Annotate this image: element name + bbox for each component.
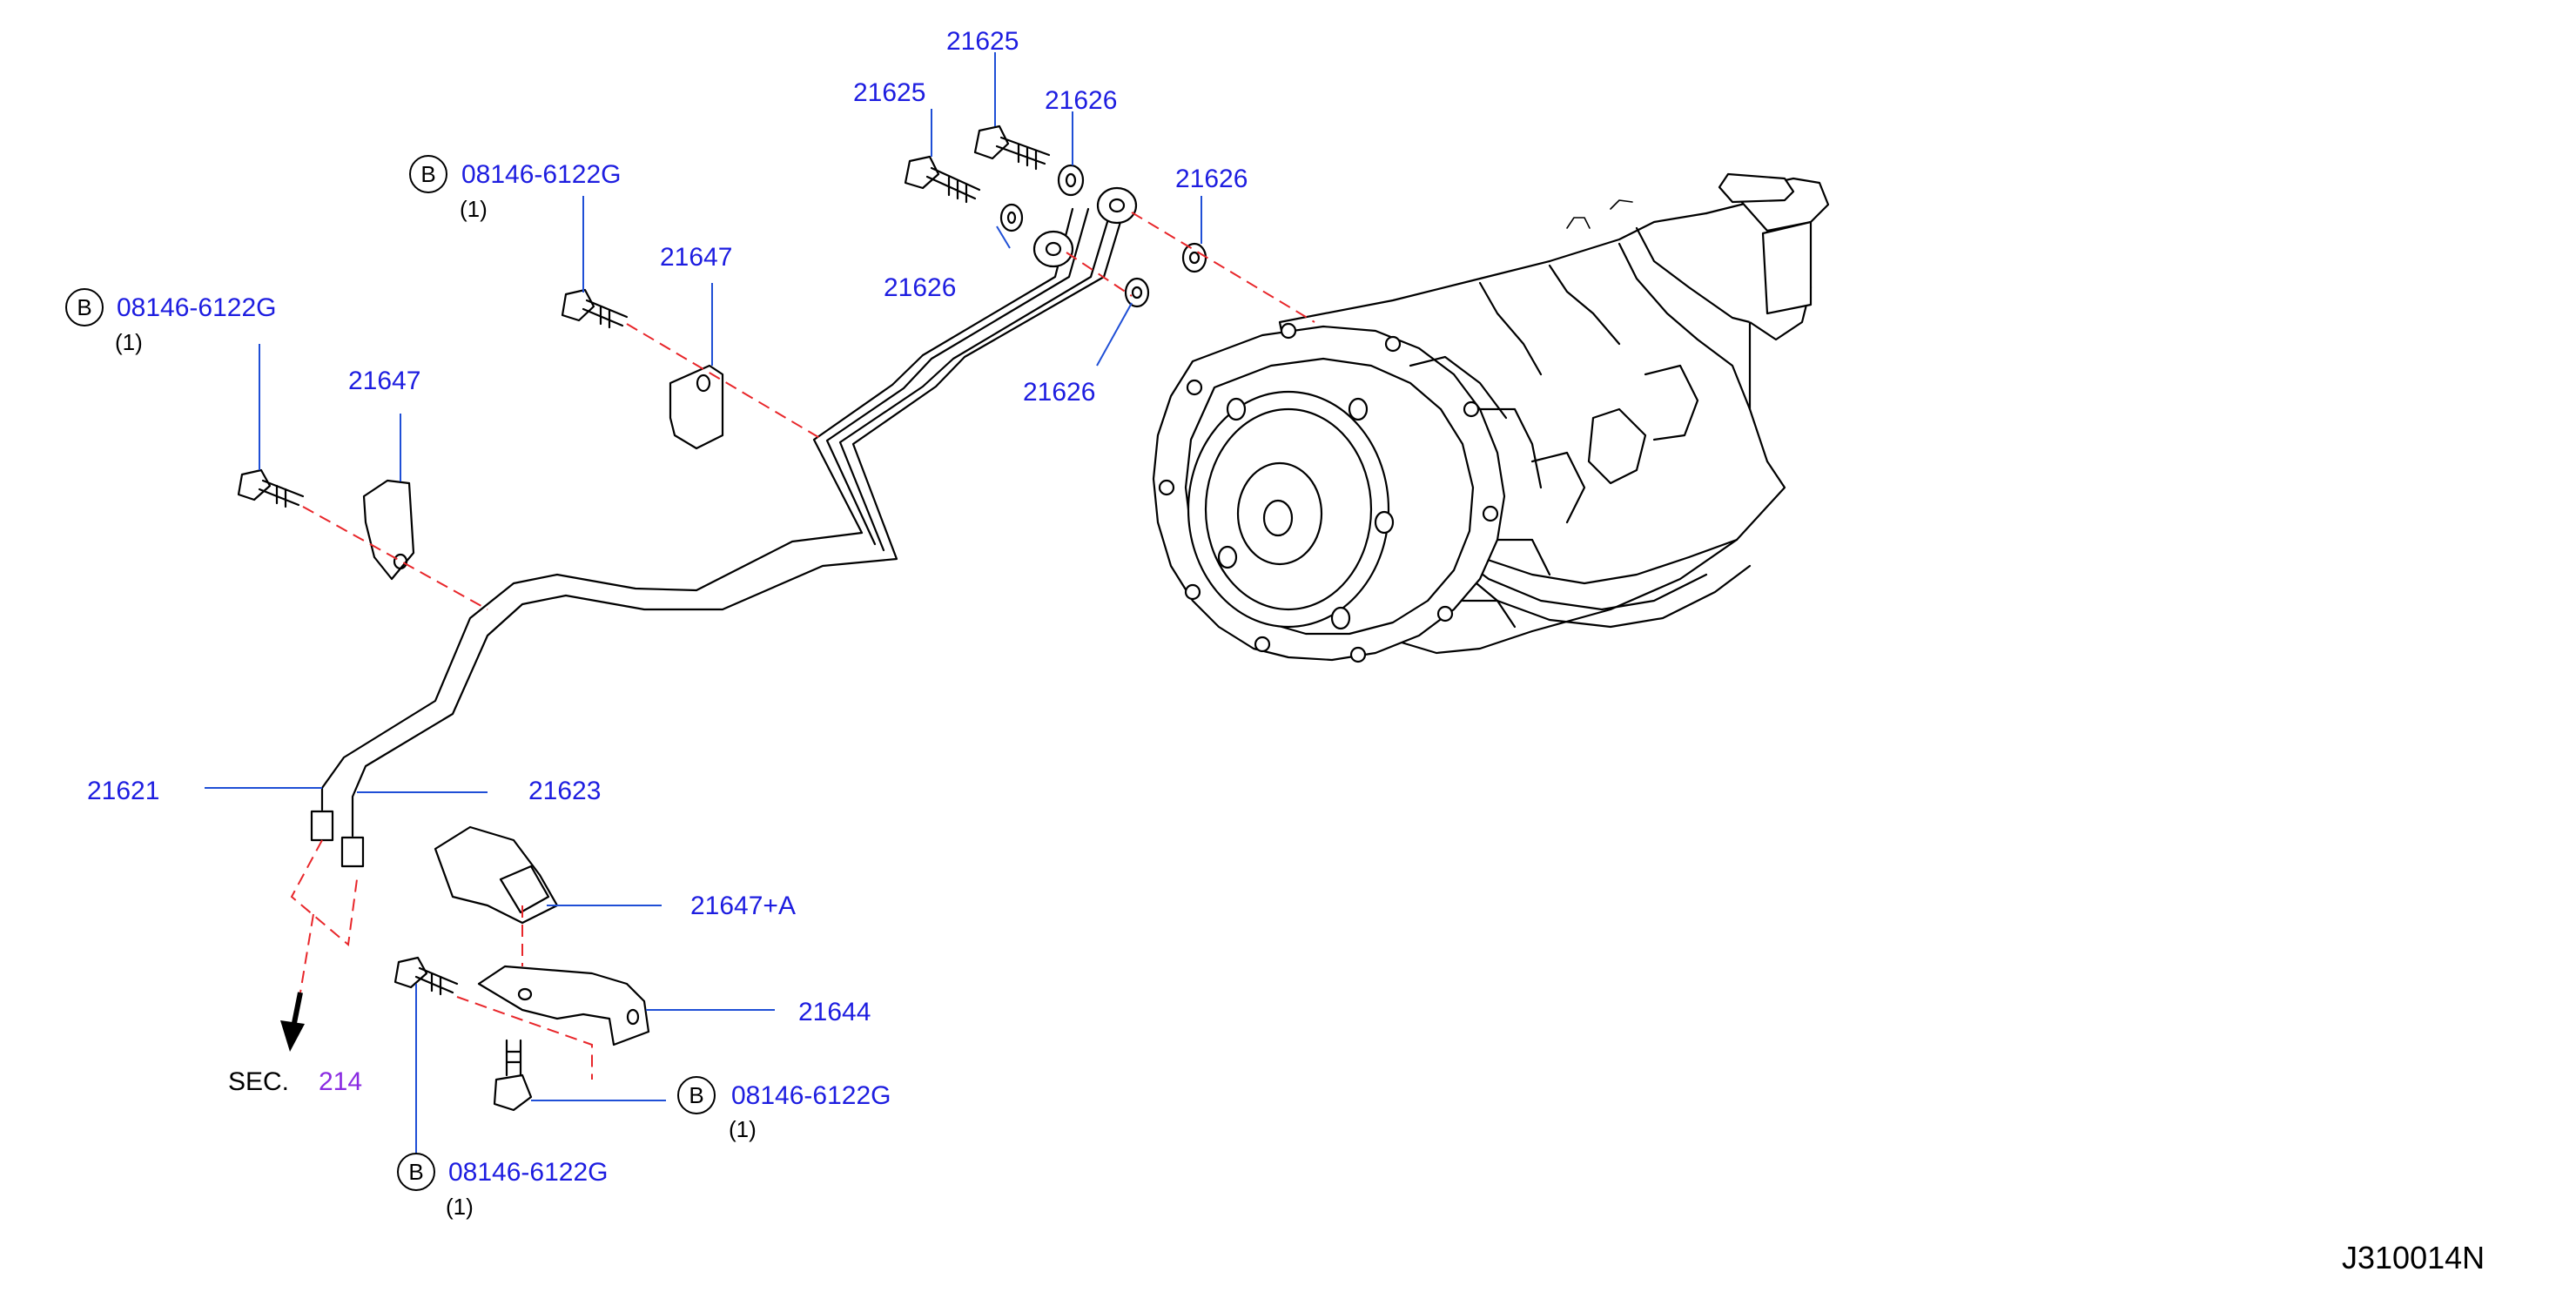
alignment-guides: [290, 212, 1315, 1080]
washer-21626-set: [999, 164, 1207, 308]
section-reference[interactable]: SEC. 214: [228, 1067, 362, 1096]
bolt-part: 08146-6122G: [117, 293, 277, 322]
label-21644: 21644: [798, 998, 871, 1026]
bolt-upper-08146: [561, 288, 629, 329]
bolt-ref: B: [689, 1082, 703, 1108]
label-21626-low: 21626: [1023, 378, 1095, 407]
label-21625-left: 21625: [853, 78, 925, 107]
bolt-ref: B: [77, 294, 91, 320]
bracket-21647a: [434, 825, 559, 925]
section-number[interactable]: 214: [319, 1067, 362, 1096]
transmission-illustration: [1152, 172, 1830, 663]
bolt-lower-mid-08146: [493, 1039, 533, 1112]
clip-21647-left: [362, 479, 415, 581]
bolt-callout-lower-right: B 08146-6122G (1): [677, 1076, 891, 1142]
label-21625-top: 21625: [946, 27, 1019, 56]
circle-letter-icon: [397, 1153, 435, 1191]
label-21647-upper: 21647: [660, 243, 732, 272]
label-21647-left: 21647: [348, 367, 420, 395]
bolt-lower-left-08146: [393, 956, 459, 996]
bolt-left-08146: [237, 468, 305, 508]
label-21647a: 21647+A: [690, 892, 796, 920]
label-21621: 21621: [87, 777, 159, 805]
label-21626-right: 21626: [1175, 165, 1248, 193]
bolt-part: 08146-6122G: [448, 1158, 609, 1187]
label-21623: 21623: [528, 777, 601, 805]
bolt-callout-lower-left: B 08146-6122G (1): [397, 1153, 609, 1220]
section-prefix: SEC.: [228, 1067, 289, 1096]
bolt-qty: (1): [446, 1194, 474, 1220]
bolt-part: 08146-6122G: [731, 1081, 891, 1110]
leader-lines: [205, 52, 1202, 1154]
arrow-down-icon: [280, 992, 305, 1052]
bolt-qty: (1): [460, 196, 488, 222]
bracket-21644: [477, 965, 650, 1046]
bolt-ref: B: [408, 1159, 423, 1185]
bolt-21625-left: [904, 155, 981, 204]
label-21626-mid: 21626: [884, 273, 956, 302]
clip-21647-upper: [669, 364, 724, 450]
bolt-ref: B: [420, 161, 435, 187]
bolt-qty: (1): [115, 329, 143, 355]
cooler-tubes: [310, 186, 1138, 868]
label-21626-top: 21626: [1045, 86, 1117, 115]
circle-letter-icon: [65, 288, 104, 326]
bolt-qty: (1): [729, 1116, 757, 1142]
bolt-callout-left: B 08146-6122G (1): [65, 288, 277, 355]
circle-letter-icon: [677, 1076, 716, 1114]
part-labels: 21625 21625 21626 21626 21626 21626 2164…: [87, 27, 1248, 1026]
bolt-callout-upper: B 08146-6122G (1): [409, 155, 622, 222]
diagram-code: J310014N: [2342, 1240, 2485, 1275]
circle-letter-icon: [409, 155, 447, 193]
bolt-part: 08146-6122G: [461, 160, 622, 189]
bolt-21625-top: [973, 124, 1051, 171]
